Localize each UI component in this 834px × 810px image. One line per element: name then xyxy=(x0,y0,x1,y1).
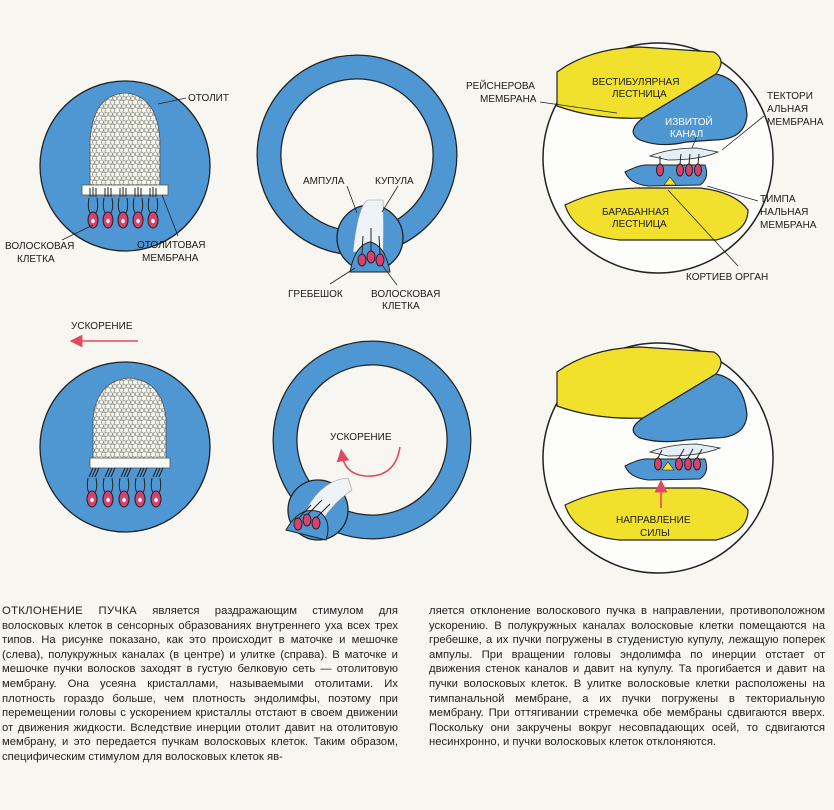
corti-tunnel xyxy=(663,176,677,186)
caption-right-column: ляется отклонение волоскового пучка в на… xyxy=(429,604,825,750)
hair-cells-left-bottom xyxy=(86,467,164,508)
cochlea-rest xyxy=(539,42,774,274)
crista-hair-cells-rotated xyxy=(285,499,331,541)
otolith-membrane-displaced xyxy=(89,457,171,469)
label-tympanic-scala-2: ЛЕСТНИЦА xyxy=(612,219,667,230)
rotation-arrow xyxy=(336,446,401,477)
otolith-mass xyxy=(89,92,161,191)
label-cupula: КУПУЛА xyxy=(375,176,414,187)
otolith-organ-accelerated xyxy=(39,361,211,533)
inner-ear-hair-cell-diagram: ОТОЛИТ ВОЛОСКОВАЯ КЛЕТКА ОТОЛИТОВАЯ МЕМБ… xyxy=(5,42,824,574)
label-force-1: НАПРАВЛЕНИЕ xyxy=(616,515,691,526)
label-vestibular-2: ЛЕСТНИЦА xyxy=(612,89,667,100)
label-tympanic-membrane-3: МЕМБРАНА xyxy=(760,220,817,231)
label-tympanic-scala-1: БАРАБАННАЯ xyxy=(602,207,669,218)
label-crista: ГРЕБЕШОК xyxy=(288,289,343,300)
label-tectorial-1: ТЕКТОРИ xyxy=(767,91,813,102)
cochlea-deflected xyxy=(542,342,774,574)
label-hair-cell-left-1: ВОЛОСКОВАЯ xyxy=(5,241,74,252)
crista-hair-cells xyxy=(349,228,391,273)
label-tectorial-2: АЛЬНАЯ xyxy=(767,104,808,115)
label-cochlear-duct-2: КАНАЛ xyxy=(670,129,703,140)
label-tectorial-3: МЕМБРАНА xyxy=(767,117,824,128)
caption-left-text: является раздражающим стимулом для волос… xyxy=(2,605,399,763)
label-ampulla: АМПУЛА xyxy=(303,176,345,187)
label-reissner-1: РЕЙСНЕРОВА xyxy=(466,79,535,92)
label-otolith-membrane-2: МЕМБРАНА xyxy=(142,253,199,264)
label-hair-cell-left-2: КЛЕТКА xyxy=(17,254,55,265)
label-vestibular-1: ВЕСТИБУЛЯРНАЯ xyxy=(592,77,679,88)
caption-lead: ОТКЛОНЕНИЕ ПУЧКА xyxy=(2,605,137,617)
semicircular-canal-rest xyxy=(256,54,458,286)
semicircular-canal-rotated xyxy=(272,340,472,541)
label-tympanic-membrane-2: НАЛЬНАЯ xyxy=(760,207,808,218)
label-corti: КОРТИЕВ ОРГАН xyxy=(686,272,768,283)
label-acceleration-mid: УСКОРЕНИЕ xyxy=(330,432,392,443)
otolith-mass-displaced xyxy=(92,377,167,464)
label-cochlear-duct-1: ИЗВИТОЙ xyxy=(665,115,713,128)
label-hair-cell-mid-1: ВОЛОСКОВАЯ xyxy=(371,289,440,300)
label-reissner-2: МЕМБРАНА xyxy=(480,94,537,105)
cochlear-duct xyxy=(632,73,748,146)
label-otolith-membrane-1: ОТОЛИТОВАЯ xyxy=(137,240,206,251)
label-hair-cell-mid-2: КЛЕТКА xyxy=(382,301,420,312)
otolith-organ-rest xyxy=(39,80,211,252)
label-force-2: СИЛЫ xyxy=(640,528,670,539)
label-acceleration-left: УСКОРЕНИЕ xyxy=(71,321,133,332)
caption-right-text: ляется отклонение волоскового пучка в на… xyxy=(429,605,825,749)
label-tympanic-membrane-1: ТИМПА xyxy=(760,194,796,205)
caption-left-column: ОТКЛОНЕНИЕ ПУЧКА является раздражающим с… xyxy=(2,604,398,765)
cupula xyxy=(352,199,384,253)
label-otolith: ОТОЛИТ xyxy=(188,93,229,104)
hair-cells-left-top xyxy=(87,187,159,229)
vestibular-scala xyxy=(556,46,722,119)
otolith-membrane xyxy=(81,184,169,196)
